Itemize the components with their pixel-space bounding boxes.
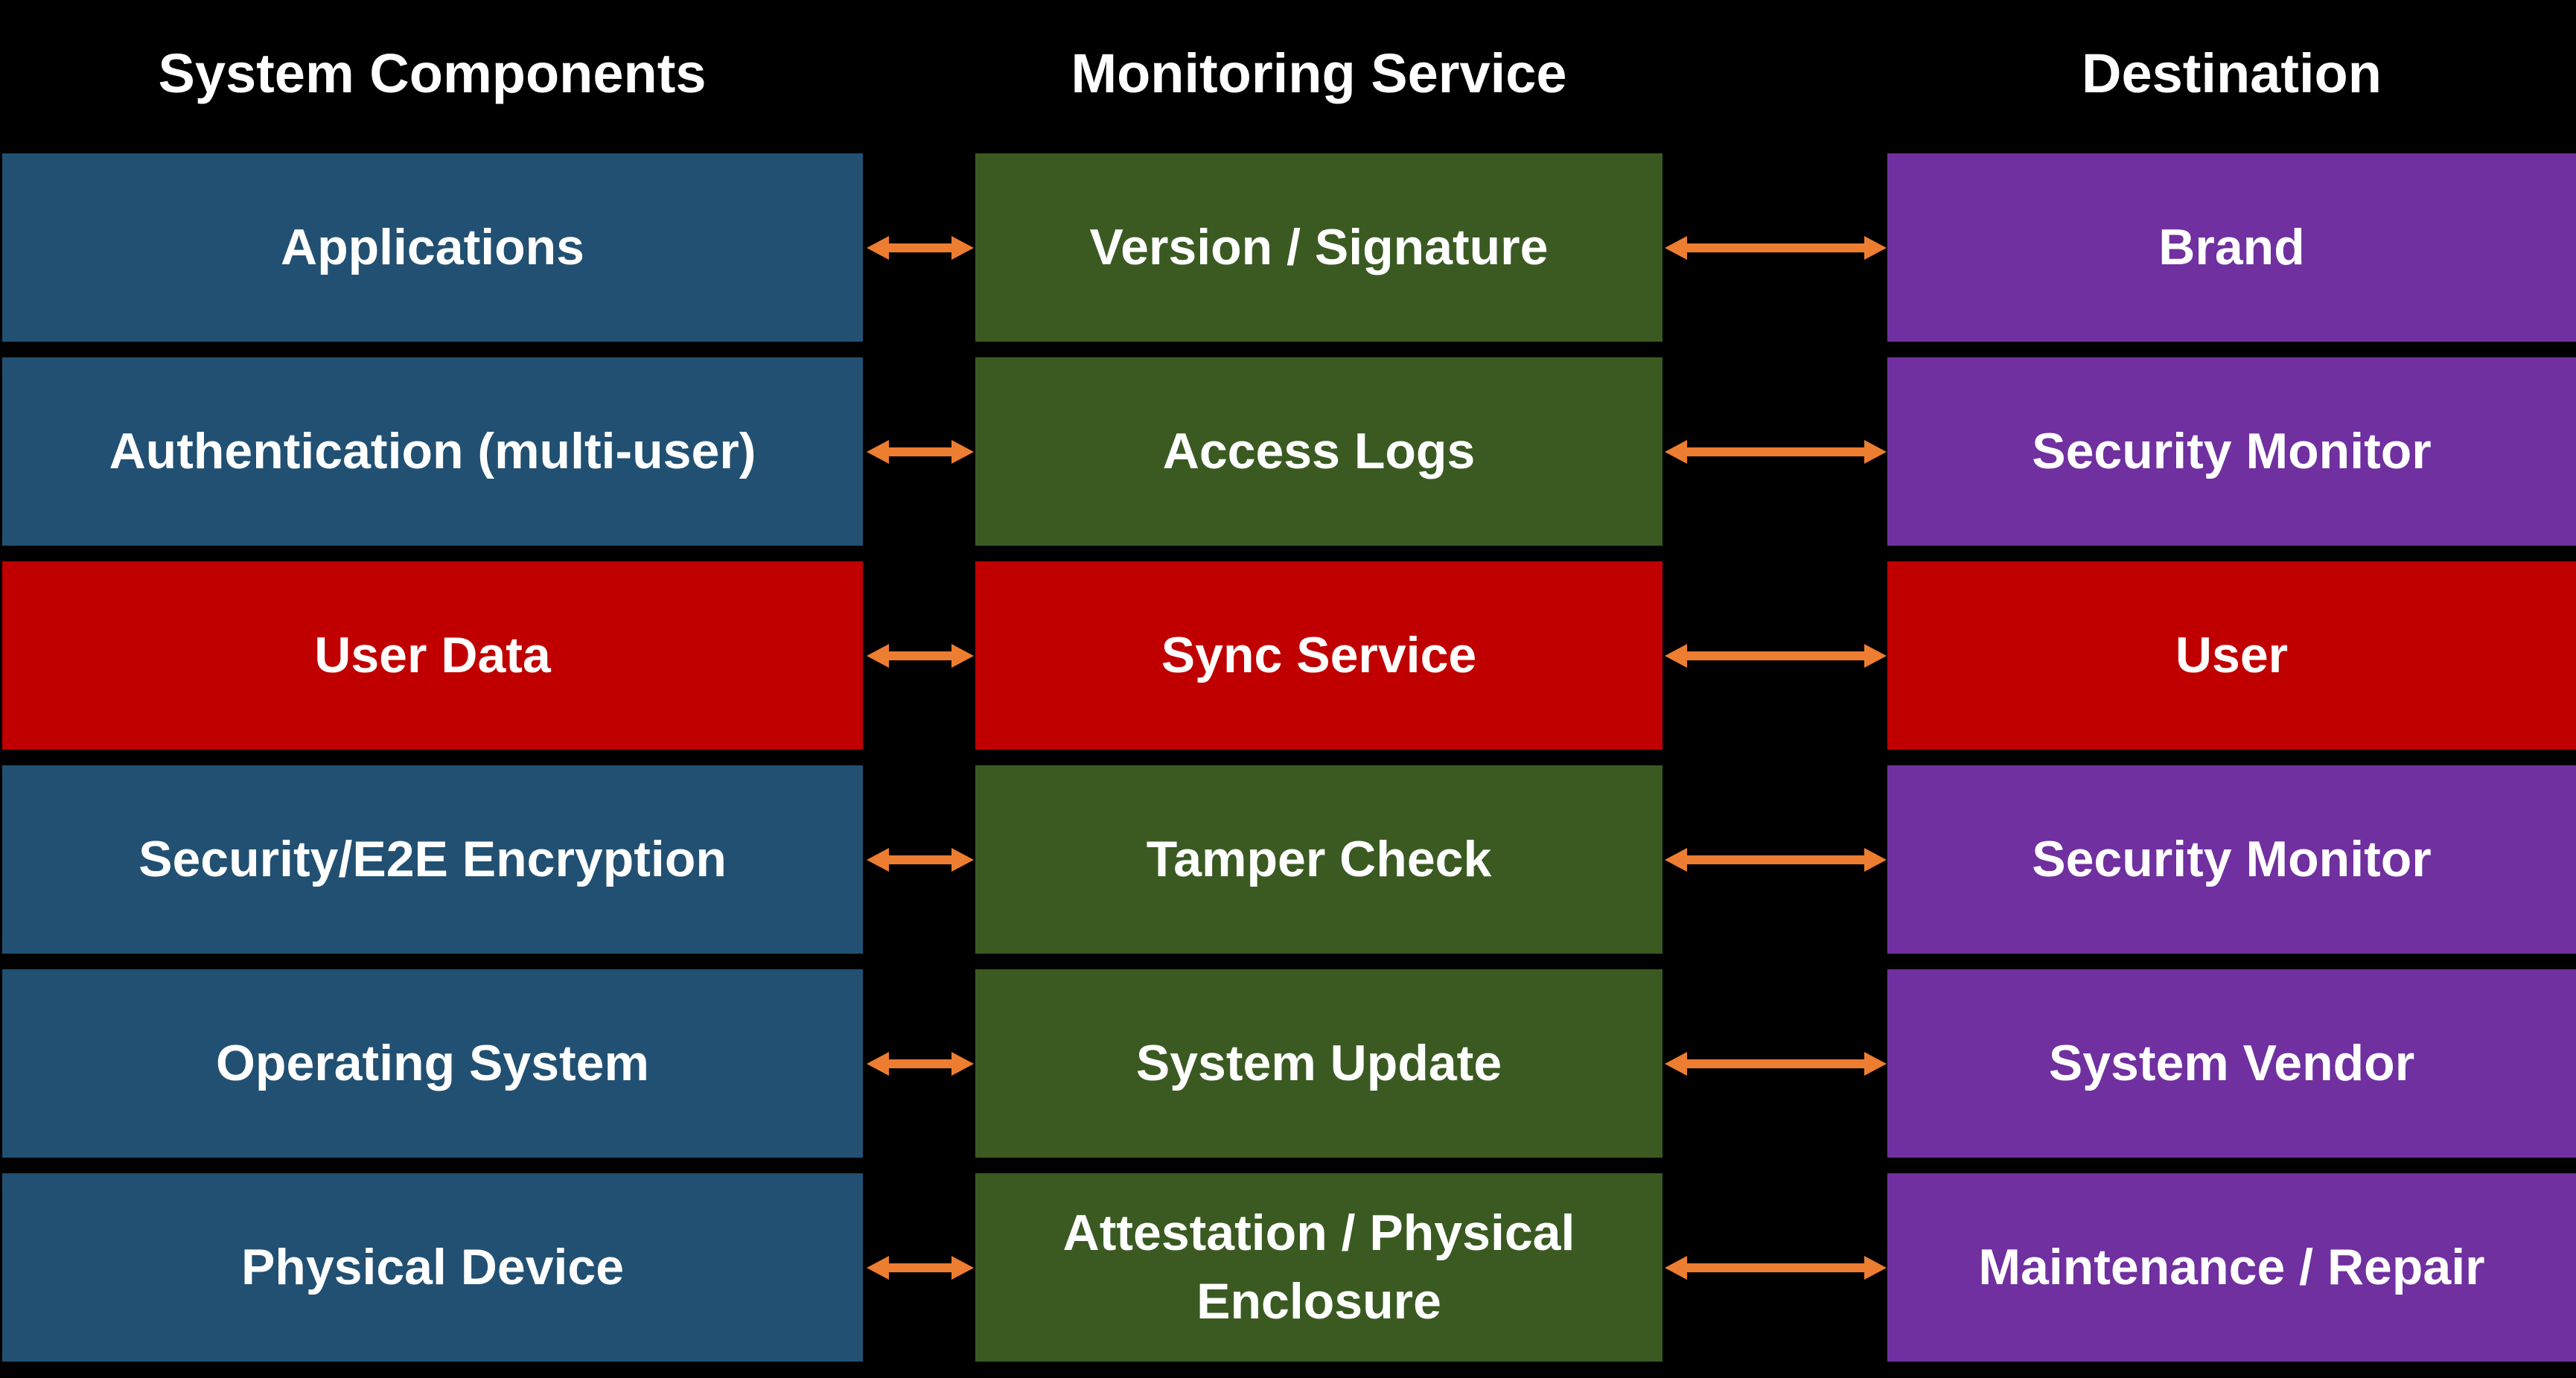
box-label: System Update xyxy=(1135,1034,1502,1091)
arrow-shaft xyxy=(886,1263,954,1272)
arrowhead-left xyxy=(1665,236,1687,260)
box-label: Maintenance / Repair xyxy=(1978,1238,2485,1295)
arrowhead-right xyxy=(951,848,974,872)
column-header-system-components: System Components xyxy=(158,42,707,104)
box-attestation-physical-enclosure: Attestation / Physical Enclosure xyxy=(975,1173,1662,1362)
box-sync-service: Sync Service xyxy=(975,561,1662,750)
arrowhead-right xyxy=(1864,440,1887,464)
arrowhead-left xyxy=(1665,440,1687,464)
arrow-shaft xyxy=(886,651,954,660)
box-label: User xyxy=(2175,626,2289,683)
arrowhead-left xyxy=(867,644,889,668)
arrowhead-left xyxy=(867,440,889,464)
box-tamper-check: Tamper Check xyxy=(975,765,1662,954)
box-system-vendor: System Vendor xyxy=(1887,969,2576,1158)
box-version-signature: Version / Signature xyxy=(975,153,1662,342)
box-authentication: Authentication (multi-user) xyxy=(2,357,863,546)
box-security-e2e-encryption: Security/E2E Encryption xyxy=(2,765,863,954)
box-label: Sync Service xyxy=(1161,626,1477,683)
arrowhead-right xyxy=(1864,236,1887,260)
bidirectional-arrow-icon xyxy=(1665,236,1887,260)
arrow-shaft xyxy=(886,1059,954,1068)
box-physical-device: Physical Device xyxy=(2,1173,863,1362)
bidirectional-arrow-icon xyxy=(867,236,974,260)
box-access-logs: Access Logs xyxy=(975,357,1662,546)
box-maintenance-repair: Maintenance / Repair xyxy=(1887,1173,2576,1362)
bidirectional-arrow-icon xyxy=(1665,1256,1887,1280)
box-label: Attestation / Physical Enclosure xyxy=(1062,1204,1575,1330)
bidirectional-arrow-icon xyxy=(867,1052,974,1076)
box-label: Applications xyxy=(280,218,585,275)
arrow-shaft xyxy=(886,855,954,864)
bidirectional-arrow-icon xyxy=(1665,440,1887,464)
bidirectional-arrow-icon xyxy=(867,644,974,668)
arrowhead-right xyxy=(1864,1256,1887,1280)
box-user: User xyxy=(1887,561,2576,750)
box-label: Security Monitor xyxy=(2032,422,2432,479)
box-system-update: System Update xyxy=(975,969,1662,1158)
box-label: Physical Device xyxy=(240,1238,625,1295)
arrowhead-right xyxy=(1864,644,1887,668)
arrow-shaft xyxy=(1684,651,1867,660)
box-label: Tamper Check xyxy=(1146,830,1492,887)
arrowhead-right xyxy=(951,1052,974,1076)
arrowhead-left xyxy=(1665,644,1687,668)
column-header-monitoring-service: Monitoring Service xyxy=(1071,42,1567,104)
box-label: Security/E2E Encryption xyxy=(138,830,727,887)
box-user-data: User Data xyxy=(2,561,863,750)
box-brand: Brand xyxy=(1887,153,2576,342)
box-label: Access Logs xyxy=(1162,422,1476,479)
bidirectional-arrow-icon xyxy=(1665,848,1887,872)
bidirectional-arrow-icon xyxy=(1665,644,1887,668)
box-label: User Data xyxy=(314,626,551,683)
box-label: Operating System xyxy=(216,1034,649,1091)
arrowhead-right xyxy=(951,440,974,464)
arrow-shaft xyxy=(1684,447,1867,456)
arrowhead-right xyxy=(1864,1052,1887,1076)
arrowhead-left xyxy=(867,236,889,260)
arrowhead-right xyxy=(1864,848,1887,872)
arrow-shaft xyxy=(886,447,954,456)
box-label: Version / Signature xyxy=(1089,218,1549,275)
arrowhead-left xyxy=(867,848,889,872)
arrow-shaft xyxy=(1684,243,1867,252)
arrow-shaft xyxy=(886,243,954,252)
box-label: Authentication (multi-user) xyxy=(109,422,756,479)
box-security-monitor-2: Security Monitor xyxy=(1887,765,2576,954)
bidirectional-arrow-icon xyxy=(867,848,974,872)
arrow-shaft xyxy=(1684,1059,1867,1068)
bidirectional-arrow-icon xyxy=(867,1256,974,1280)
arrowhead-left xyxy=(867,1052,889,1076)
arrowhead-left xyxy=(1665,1052,1687,1076)
arrow-shaft xyxy=(1684,855,1867,864)
box-label: System Vendor xyxy=(2048,1034,2415,1091)
column-header-destination: Destination xyxy=(2082,42,2382,104)
box-label: Brand xyxy=(2158,218,2305,275)
bidirectional-arrow-icon xyxy=(867,440,974,464)
arrowhead-left xyxy=(1665,1256,1687,1280)
bidirectional-arrow-icon xyxy=(1665,1052,1887,1076)
box-label: Security Monitor xyxy=(2032,830,2432,887)
arrowhead-right xyxy=(951,644,974,668)
box-applications: Applications xyxy=(2,153,863,342)
arrowhead-left xyxy=(867,1256,889,1280)
arrowhead-right xyxy=(951,236,974,260)
arrowhead-right xyxy=(951,1256,974,1280)
arrowhead-left xyxy=(1665,848,1687,872)
box-operating-system: Operating System xyxy=(2,969,863,1158)
box-security-monitor: Security Monitor xyxy=(1887,357,2576,546)
arrow-shaft xyxy=(1684,1263,1867,1272)
